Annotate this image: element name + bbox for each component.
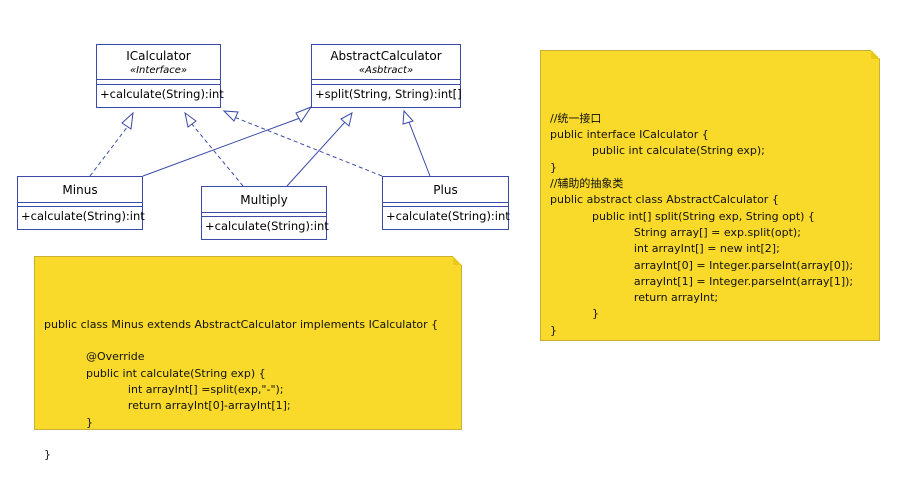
code-line: public interface ICalculator { [550,128,709,142]
code-line: //统一接口 [550,111,602,125]
class-multiply: Multiply +calculate(String):int [201,186,329,240]
class-operation: +calculate(String):int [205,219,329,233]
generalization-arrowhead [340,112,353,127]
attributes-compartment [383,203,508,207]
code-line: //辅助的抽象类 [550,177,624,191]
code-line: } [550,160,557,174]
code-line: int arrayInt[] =split(exp,"-"); [44,383,284,397]
code-line [44,431,461,447]
code-line: } [44,448,51,462]
code-line: public int[] split(String exp, String op… [550,209,815,223]
generalization-arrowhead [402,109,414,125]
realization-arrowhead [184,111,197,128]
code-line: public int calculate(String exp) { [44,366,266,380]
note-code-lines: //统一接口 public interface ICalculator { pub… [550,111,879,339]
minus-extends-abstractcalculator [142,117,301,177]
code-line [44,333,461,349]
class-header: Minus [18,177,142,203]
realization-arrowhead [222,110,239,122]
class-minus: Minus +calculate(String):int [17,176,145,230]
note-corner-fold [453,256,462,265]
class-header: ICalculator «Interface» [97,45,220,80]
class-operation: +calculate(String):int [21,209,145,223]
attributes-compartment [97,80,220,85]
attributes-compartment [312,80,460,85]
relationship-arrows [89,105,431,187]
attributes-compartment [202,213,326,217]
attributes-compartment [18,203,142,207]
class-header: Multiply [202,187,326,213]
code-line: public abstract class AbstractCalculator… [550,193,779,207]
class-plus: Plus +calculate(String):int [382,176,510,230]
class-header: AbstractCalculator «Asbtract» [312,45,460,80]
code-line: return arrayInt; [550,291,719,305]
code-line: @Override [44,350,145,364]
multiply-extends-abstractcalculator [286,121,346,187]
code-line: arrayInt[1] = Integer.parseInt(array[1])… [550,274,854,288]
code-line: int arrayInt[] = new int[2]; [550,242,780,256]
code-line: return arrayInt[0]-arrayInt[1]; [44,399,291,413]
minus-code-note: public class Minus extends AbstractCalcu… [34,256,462,461]
code-line: } [550,307,599,321]
code-line: arrayInt[0] = Integer.parseInt(array[0])… [550,258,854,272]
code-line: String array[] = exp.split(opt); [550,225,801,239]
class-icalculator: ICalculator «Interface» +calculate(Strin… [96,44,224,108]
plus-realizes-icalculator [233,116,383,177]
code-line: } [44,415,93,429]
interface-code-note: //统一接口 public interface ICalculator { pub… [540,50,880,341]
generalization-arrowhead [295,105,313,123]
class-name: Multiply [240,193,288,207]
plus-extends-abstractcalculator [408,121,431,177]
class-operation: +calculate(String):int [100,87,224,101]
code-line: public int calculate(String exp); [550,144,765,158]
realization-arrowhead [121,111,134,130]
class-operation: +calculate(String):int [386,209,510,223]
class-operation: +split(String, String):int[] [315,87,462,101]
note-corner-fold [871,50,880,59]
class-stereotype: «Asbtract» [358,65,414,76]
class-name: Plus [433,183,458,197]
class-stereotype: «Interface» [129,65,188,76]
code-line: public class Minus extends AbstractCalcu… [44,317,439,331]
class-name: ICalculator [126,49,191,63]
note-code-lines: public class Minus extends AbstractCalcu… [44,317,461,464]
minus-realizes-icalculator [89,125,129,177]
code-line: } [550,323,557,337]
class-name: AbstractCalculator [330,49,442,63]
class-abstract-calculator: AbstractCalculator «Asbtract» +split(Str… [311,44,462,108]
class-header: Plus [383,177,508,203]
class-name: Minus [62,183,98,197]
multiply-realizes-icalculator [190,122,244,187]
